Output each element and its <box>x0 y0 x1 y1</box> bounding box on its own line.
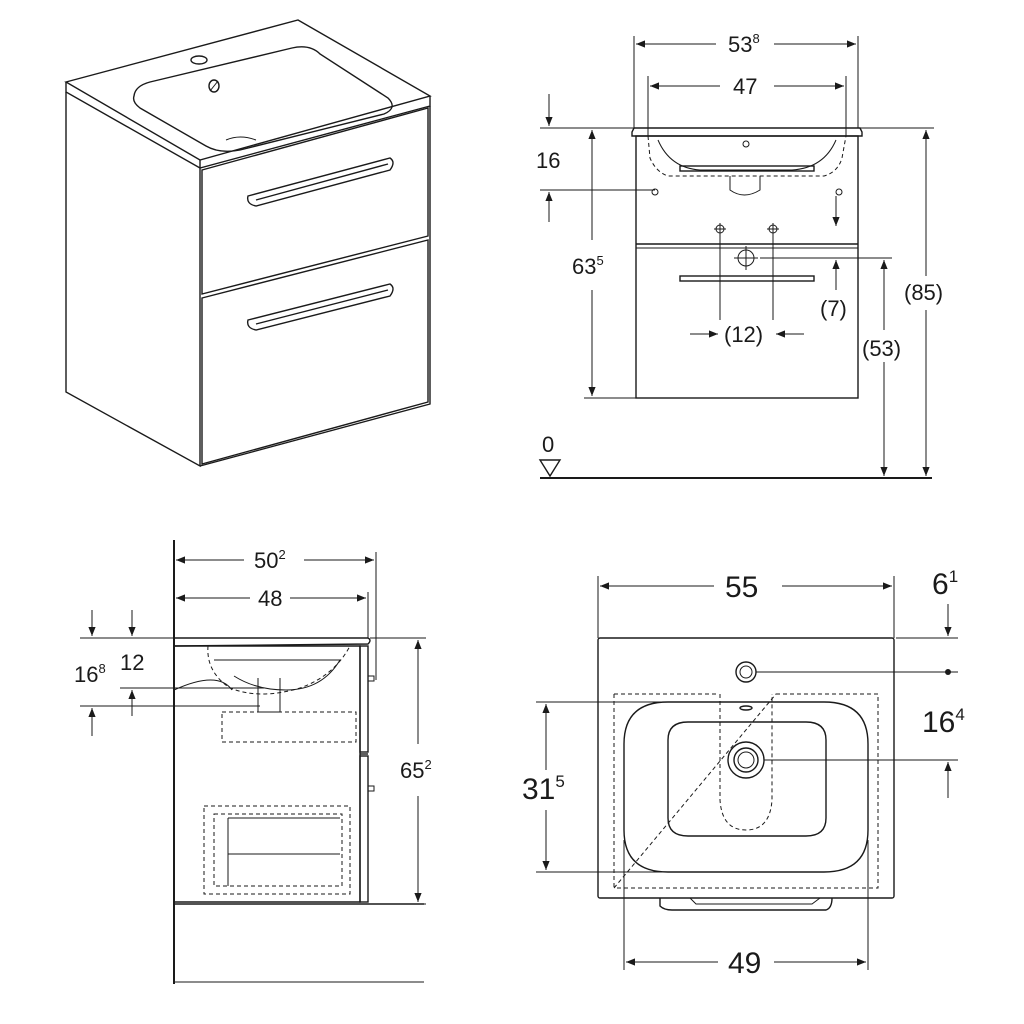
dim-top-bowl-depth: 315 <box>522 772 565 806</box>
dim-front-total-height: (85) <box>904 280 943 305</box>
isometric-view <box>64 19 432 468</box>
dim-side-total-depth: 502 <box>254 547 286 573</box>
dim-side-drain-height: 12 <box>120 650 144 675</box>
side-view: 502 48 168 12 652 <box>74 540 432 984</box>
dim-front-overflow: 16 <box>536 148 560 173</box>
dim-front-fixing-spacing: (12) <box>724 322 763 347</box>
dim-top-drain-to-tap: 164 <box>922 705 965 739</box>
dim-top-tap-offset: 61 <box>932 567 958 601</box>
dim-front-basin-height: 635 <box>572 253 604 279</box>
dim-front-total-width: 538 <box>728 31 760 57</box>
dim-side-cabinet-height: 652 <box>400 757 432 783</box>
dim-front-basin-width: 47 <box>733 74 757 99</box>
dim-top-total-width: 55 <box>725 571 758 604</box>
dim-floor-level: 0 <box>542 432 554 457</box>
front-view: 538 47 16 635 (85) (53) (7) (12) 0 <box>536 31 943 479</box>
dim-front-fixing-offset: (7) <box>820 296 847 321</box>
fixing-marks <box>651 188 843 320</box>
dim-top-bowl-width: 49 <box>728 947 761 980</box>
dim-side-drain-offset: 168 <box>74 661 106 687</box>
dim-side-basin-depth: 48 <box>258 586 282 611</box>
top-view: 55 61 164 315 49 <box>522 567 965 980</box>
dim-front-drawer-height: (53) <box>862 336 901 361</box>
